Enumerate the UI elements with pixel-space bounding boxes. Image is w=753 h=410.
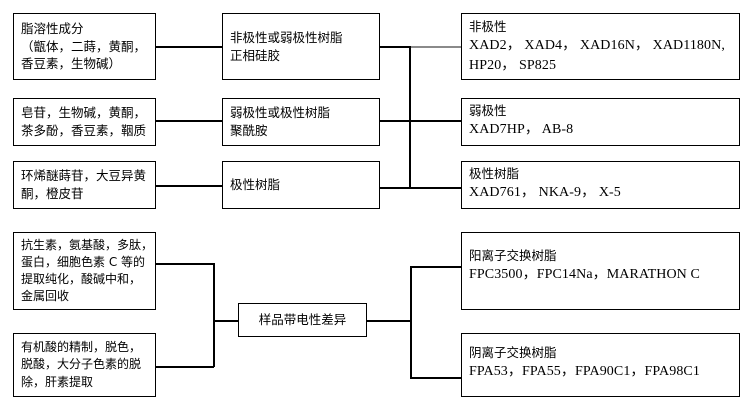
box-line: （甑体，二蒔，黄酮， [21, 38, 147, 54]
box-line: 环烯醚蒔苷，大豆异黄 [21, 168, 147, 184]
box-line: 弱极性或极性树脂 [230, 105, 331, 121]
box-line: 正相硅胶 [230, 47, 281, 63]
box-line: 抗生素，氨基酸，多肽， [21, 237, 154, 252]
box-heading: 极性树脂 [469, 166, 520, 181]
connector-bottom-bracket-to-result1 [410, 266, 462, 268]
box-method-weakpolar-or-polar-resin[interactable]: 弱极性或极性树脂 聚酰胺 [222, 98, 380, 146]
box-line: 除，肝素提取 [21, 374, 94, 389]
box-result-polar-resin[interactable]: 极性树脂 XAD761， NKA-9， X-5 [461, 161, 740, 209]
box-result-weakpolar[interactable]: 弱极性 XAD7HP， AB-8 [461, 98, 740, 146]
connector-bottom-bracket-to-result2 [410, 377, 462, 379]
box-source-lipophilic-components[interactable]: 脂溶性成分 （甑体，二蒔，黄酮， 香豆素，生物碱） [13, 13, 156, 80]
box-line: 脱酸，大分子色素的脱 [21, 357, 142, 372]
box-line: 脂溶性成分 [21, 20, 84, 36]
box-line: XAD2， XAD4， XAD16N， XAD1180N, [469, 37, 725, 53]
box-line: XAD761， NKA-9， X-5 [469, 184, 621, 200]
connector-top-vertical-bus [409, 46, 411, 188]
box-result-anion-exchange-resin[interactable]: 阴离子交换树脂 FPA53，FPA55，FPA90C1，FPA98C1 [461, 333, 740, 397]
connector-row2-source-to-method [156, 120, 222, 122]
box-line: 提取纯化，酸碱中和， [21, 272, 142, 286]
box-method-nonpolar-or-weakpolar-resin[interactable]: 非极性或弱极性树脂 正相硅胶 [222, 13, 380, 80]
box-line: 金属回收 [21, 289, 70, 304]
box-method-sample-charge-difference[interactable]: 样品带电性差异 [238, 303, 367, 337]
box-heading: 弱极性 [469, 103, 507, 118]
connector-row1-source-to-method [156, 46, 222, 48]
connector-row1-bus-to-result [410, 46, 462, 48]
box-source-iridoid-glycosides[interactable]: 环烯醚蒔苷，大豆异黄 酮，橙皮苷 [13, 161, 156, 209]
box-method-polar-resin[interactable]: 极性树脂 [222, 161, 380, 209]
box-line: 极性树脂 [230, 177, 281, 193]
box-line: FPC3500，FPC14Na，MARATHON C [469, 266, 700, 282]
connector-bottom-source1-stub [156, 263, 214, 265]
box-heading: 阳离子交换树脂 [469, 248, 557, 263]
box-line: 有机酸的精制，脱色， [21, 340, 142, 355]
connector-bottom-right-bracket-vertical [410, 266, 412, 378]
box-line: 酮，橙皮苷 [21, 186, 84, 201]
box-result-nonpolar[interactable]: 非极性 XAD2， XAD4， XAD16N， XAD1180N, HP20， … [461, 13, 740, 80]
box-line: HP20， SP825 [469, 57, 557, 73]
connector-row3-source-to-method [156, 185, 222, 187]
box-line: XAD7HP， AB-8 [469, 121, 574, 137]
box-heading: 阴离子交换树脂 [469, 345, 557, 360]
box-source-organic-acid-refining[interactable]: 有机酸的精制，脱色， 脱酸，大分子色素的脱 除，肝素提取 [13, 333, 156, 397]
box-line: 非极性或弱极性树脂 [230, 29, 343, 45]
box-line: 样品带电性差异 [258, 312, 347, 328]
connector-bottom-left-bracket-vertical [213, 263, 215, 367]
box-line: 蛋白，细胞色素 C 等的 [21, 254, 146, 269]
box-line: FPA53，FPA55，FPA90C1，FPA98C1 [469, 363, 700, 379]
box-line: 香豆素，生物碱） [21, 56, 122, 72]
box-line: 茶多酚，香豆素，鞇质 [21, 123, 147, 138]
box-line: 皂苷，生物碱，黄酮， [21, 105, 147, 121]
box-source-antibiotics-aminoacids[interactable]: 抗生素，氨基酸，多肽， 蛋白，细胞色素 C 等的 提取纯化，酸碱中和， 金属回收 [13, 232, 156, 310]
connector-bottom-source2-stub [156, 366, 214, 368]
box-source-saponins-alkaloids[interactable]: 皂苷，生物碱，黄酮， 茶多酚，香豆素，鞇质 [13, 98, 156, 146]
box-result-cation-exchange-resin[interactable]: 阳离子交换树脂 FPC3500，FPC14Na，MARATHON C [461, 232, 740, 310]
connector-row3-method-to-result [380, 187, 462, 189]
connector-row2-method-to-result [380, 120, 462, 122]
connector-bottom-method-to-bracket [367, 320, 412, 322]
box-line: 聚酰胺 [230, 123, 268, 138]
connector-bottom-bracket-to-method [213, 320, 238, 322]
box-heading: 非极性 [469, 19, 507, 34]
